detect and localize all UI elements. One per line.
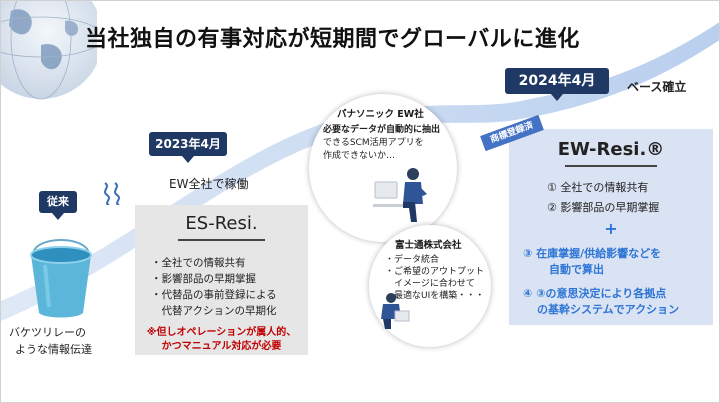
ew-resi-box: EW-Resi.® ① 全社での情報共有 ② 影響部品の早期掌握 + ③ 在庫掌…: [509, 129, 713, 325]
wave-lines-icon: [104, 182, 120, 205]
fujitsu-line4: 最適なUIを構築・・・: [385, 291, 485, 301]
panasonic-bubble: パナソニック EW社 必要なデータが自動的に抽出 できるSCM活用アプリを 作成…: [309, 94, 457, 242]
panasonic-line1: 必要なデータが自動的に抽出: [323, 125, 441, 135]
es-resi-item: ・代替品の事前登録による: [151, 289, 277, 301]
es-resi-box: ES-Resi. ・全社での情報共有 ・影響部品の早期掌握 ・代替品の事前登録に…: [135, 205, 308, 355]
fujitsu-line1: ・データ統合: [385, 255, 440, 265]
panasonic-heading: パナソニック EW社: [337, 109, 424, 120]
bucket-caption-line2: ような情報伝達: [15, 343, 92, 356]
businessperson-icon: [381, 293, 410, 329]
ew-resi-underline: [565, 165, 657, 167]
es-resi-item: 代替アクションの早期化: [151, 305, 277, 317]
base-established-caption: ベース確立: [627, 80, 687, 94]
april-2023-tag: 2023年4月: [149, 132, 227, 163]
ew-resi-item4-line2: の基幹システムでアクション: [537, 303, 680, 316]
ew-resi-item3-line1: ③ 在庫掌握/供給影響などを: [523, 247, 662, 260]
es-resi-item: ・全社での情報共有: [151, 257, 246, 269]
ew-resi-item3-line2: 自動で算出: [549, 263, 604, 276]
ew-operation-caption: EW全社で稼働: [169, 177, 249, 191]
fujitsu-heading: 富士通株式会社: [395, 240, 462, 251]
es-resi-title: ES-Resi.: [185, 213, 258, 234]
es-resi-warning-line1: ※但しオペレーションが属人的、: [146, 327, 297, 338]
previous-tag: 従来: [39, 191, 77, 220]
ew-resi-item2: ② 影響部品の早期掌握: [547, 201, 660, 214]
panasonic-line2: できるSCM活用アプリを: [323, 138, 424, 148]
es-resi-warning-line2: かつマニュアル対応が必要: [161, 341, 282, 352]
bucket-caption-line1: バケツリレーの: [9, 326, 86, 339]
ew-resi-item4-line1: ④ ③の意思決定により各拠点: [523, 287, 667, 300]
page-title: 当社独自の有事対応が短期間でグローバルに進化: [85, 27, 580, 52]
businessperson-icon: [373, 168, 427, 222]
bucket-icon: [30, 239, 92, 318]
es-resi-underline: [178, 239, 265, 241]
fujitsu-bubble: 富士通株式会社 ・データ統合 ・ご希望のアウトプット イメージに合わせて 最適な…: [369, 225, 491, 347]
plus-icon: +: [604, 219, 618, 238]
fujitsu-line3: イメージに合わせて: [385, 279, 475, 289]
es-resi-item: ・影響部品の早期掌握: [151, 273, 256, 285]
ew-resi-item1: ① 全社での情報共有: [547, 181, 649, 194]
ew-resi-title: EW-Resi.®: [557, 139, 665, 160]
globe-icon: [1, 1, 97, 100]
fujitsu-line2: ・ご希望のアウトプット: [385, 267, 485, 277]
panasonic-line3: 作成できないか…: [323, 151, 396, 161]
april-2024-tag: 2024年4月: [505, 68, 609, 101]
